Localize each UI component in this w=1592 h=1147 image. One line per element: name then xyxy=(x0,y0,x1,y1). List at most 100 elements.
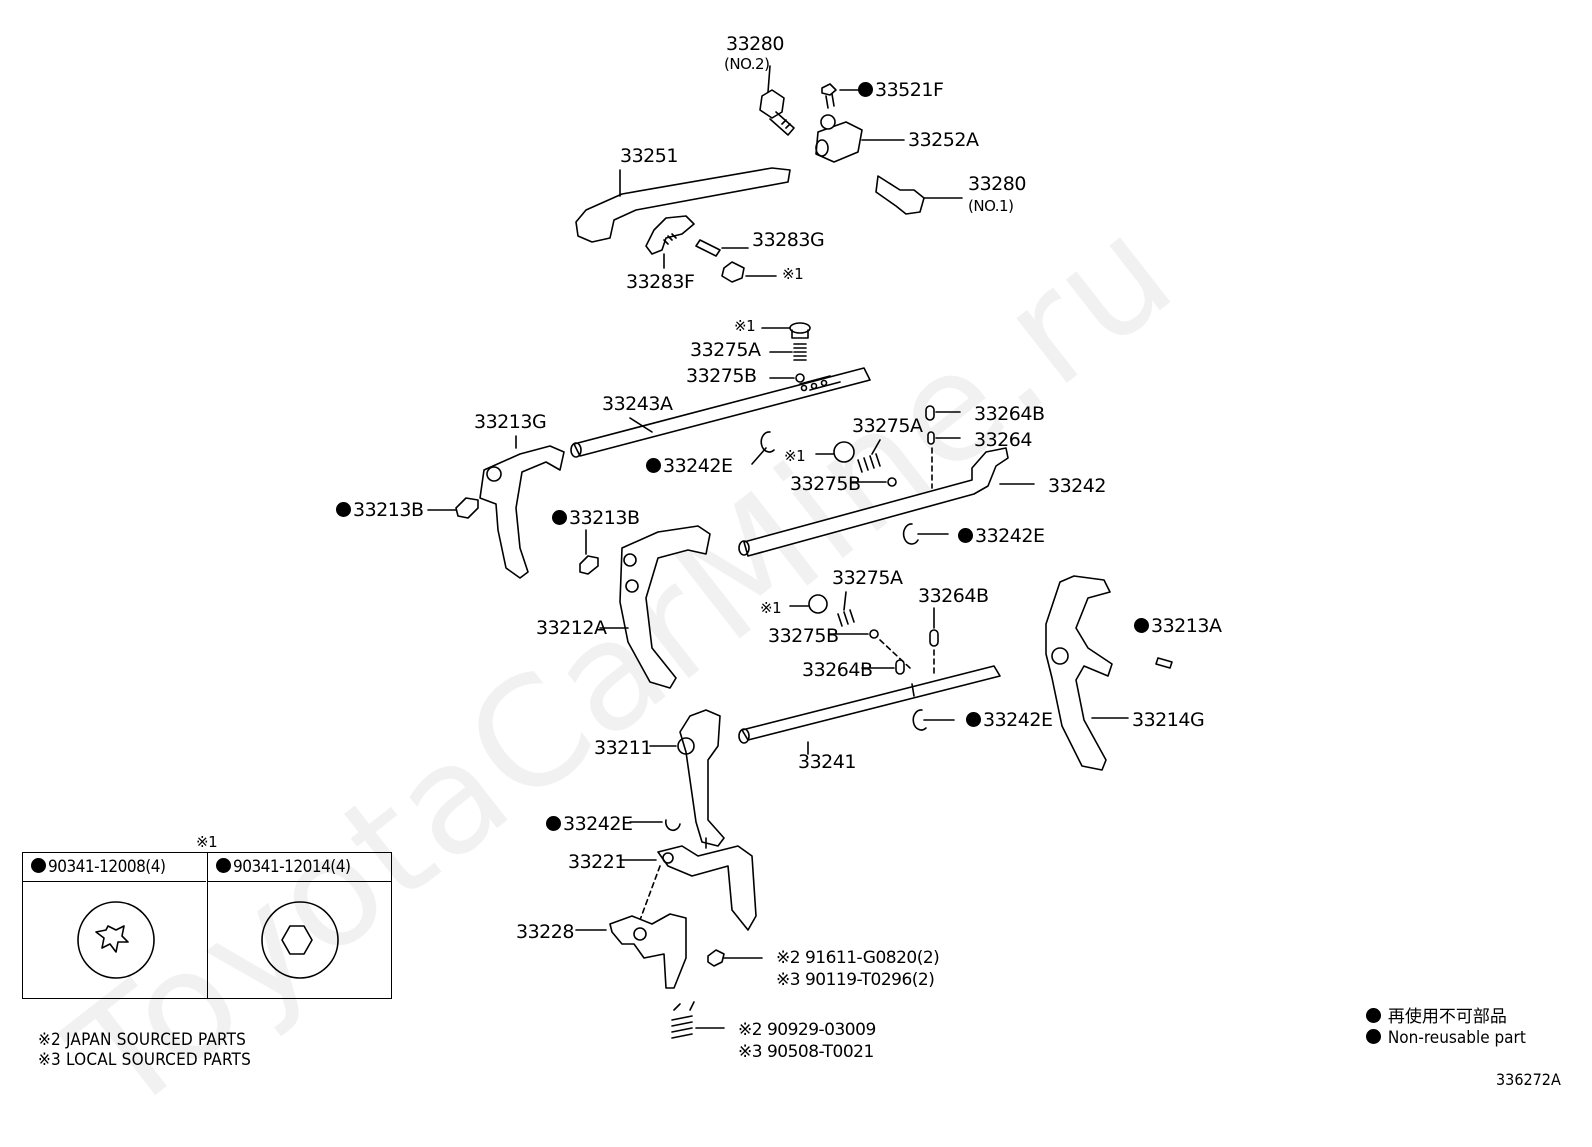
part-33242E-a xyxy=(751,431,775,465)
label-33242E-c: 33242E xyxy=(966,709,1053,731)
label-33213G: 33213G xyxy=(474,411,547,433)
part-33242E-d xyxy=(629,819,681,832)
part-plug-33275-set-top xyxy=(761,322,811,383)
label-90508: ※3 90508-T0021 xyxy=(738,1042,874,1062)
label-33242E-d: 33242E xyxy=(546,813,633,835)
non-reusable-dot xyxy=(552,510,567,525)
non-reusable-dot xyxy=(858,82,873,97)
part-33280-no1 xyxy=(875,175,963,215)
label-33213B-b-text: 33213B xyxy=(569,507,640,529)
label-33275B-a: 33275B xyxy=(686,365,757,387)
label-33280-no1-sub: (NO.1) xyxy=(968,197,1014,215)
part-33213A xyxy=(1155,657,1173,669)
part-33283F xyxy=(645,215,695,269)
label-33242E-c-text: 33242E xyxy=(983,709,1053,731)
label-33275B-c: 33275B xyxy=(768,625,839,647)
part-33213G xyxy=(479,435,565,579)
label-33213B-b: 33213B xyxy=(552,507,640,529)
part-33221 xyxy=(619,845,757,931)
parts-diagram xyxy=(77,65,1173,1039)
part-33212A xyxy=(599,525,711,689)
label-33264B-c: 33264B xyxy=(802,659,873,681)
non-reusable-dot xyxy=(216,858,231,873)
non-reusable-dot xyxy=(646,458,661,473)
part-33251 xyxy=(575,167,791,243)
part-33228 xyxy=(575,913,687,989)
label-33280-no2: 33280 xyxy=(726,33,784,55)
part-33280-no2 xyxy=(759,65,795,136)
label-33213A: 33213A xyxy=(1134,615,1222,637)
label-33211: 33211 xyxy=(594,737,652,759)
part-33241 xyxy=(738,665,1001,755)
label-33275A-b: 33275A xyxy=(852,415,923,437)
label-33214G: 33214G xyxy=(1132,709,1205,731)
label-33241: 33241 xyxy=(798,751,856,773)
label-33521F-text: 33521F xyxy=(875,79,944,101)
label-33242E-a: 33242E xyxy=(646,455,733,477)
legend-header-left: 90341-12008(4) xyxy=(23,853,206,882)
label-ref1-d: ※1 xyxy=(760,599,782,617)
key-jp: 再使用不可部品 xyxy=(1366,1002,1507,1027)
label-33212A: 33212A xyxy=(536,617,607,639)
part-screw-ref1-top xyxy=(721,261,777,283)
note-japan: ※2 JAPAN SOURCED PARTS xyxy=(38,1030,247,1050)
non-reusable-dot xyxy=(31,858,46,873)
part-33264-pins xyxy=(925,405,961,489)
label-33251: 33251 xyxy=(620,145,678,167)
part-33211 xyxy=(649,709,725,849)
label-33243A: 33243A xyxy=(602,393,673,415)
part-33213B-b xyxy=(579,529,599,575)
legend-table: 90341-12008(4) 90341-12014(4) xyxy=(22,852,392,999)
part-plug-33275-set-low xyxy=(789,591,939,677)
legend-drawings xyxy=(77,901,339,979)
legend-marker: ※1 xyxy=(196,833,218,851)
part-33252A xyxy=(815,114,905,163)
label-33264B-b: 33264B xyxy=(918,585,989,607)
label-33275A-c: 33275A xyxy=(832,567,903,589)
label-ref1-c: ※1 xyxy=(784,447,806,465)
label-33242E-b-text: 33242E xyxy=(975,525,1045,547)
label-33275B-b: 33275B xyxy=(790,473,861,495)
part-33214G xyxy=(1045,575,1129,771)
label-33228: 33228 xyxy=(516,921,574,943)
legend-header-right: 90341-12014(4) xyxy=(208,853,391,882)
diagram-code: 336272A xyxy=(1496,1070,1561,1089)
label-33242E-a-text: 33242E xyxy=(663,455,733,477)
label-33521F: 33521F xyxy=(858,79,944,101)
label-33242E-d-text: 33242E xyxy=(563,813,633,835)
non-reusable-dot xyxy=(958,528,973,543)
label-33275A-a: 33275A xyxy=(690,339,761,361)
label-33213B-a-text: 33213B xyxy=(353,499,424,521)
label-33242E-b: 33242E xyxy=(958,525,1045,547)
non-reusable-dot xyxy=(1366,1008,1381,1023)
part-33283G xyxy=(695,239,749,257)
label-91611: ※2 91611-G0820(2) xyxy=(776,948,940,968)
legend-col-right: 90341-12014(4) xyxy=(207,853,391,998)
part-90929-spring xyxy=(671,1001,725,1039)
key-en-text: Non-reusable part xyxy=(1387,1028,1526,1048)
label-33280-no1: 33280 xyxy=(968,173,1026,195)
non-reusable-dot xyxy=(336,502,351,517)
non-reusable-dot xyxy=(966,712,981,727)
non-reusable-dot xyxy=(1134,618,1149,633)
legend-header-right-text: 90341-12014(4) xyxy=(233,857,351,877)
label-ref1-a: ※1 xyxy=(782,265,804,283)
part-33242E-c xyxy=(912,709,955,731)
part-33213B-a xyxy=(427,497,479,519)
non-reusable-dot xyxy=(1366,1029,1381,1044)
label-33221: 33221 xyxy=(568,851,626,873)
part-33242 xyxy=(738,447,1035,557)
label-33252A: 33252A xyxy=(908,129,979,151)
non-reusable-dot xyxy=(546,816,561,831)
legend-header-left-text: 90341-12008(4) xyxy=(48,857,166,877)
label-33283F: 33283F xyxy=(626,271,695,293)
label-ref1-b: ※1 xyxy=(734,317,756,335)
label-33213B-a: 33213B xyxy=(336,499,424,521)
label-33280-no2-sub: (NO.2) xyxy=(724,55,770,73)
label-90929: ※2 90929-03009 xyxy=(738,1020,876,1040)
part-plug-33275-set-mid xyxy=(815,439,897,487)
label-33213A-text: 33213A xyxy=(1151,615,1222,637)
label-90119: ※3 90119-T0296(2) xyxy=(776,970,935,990)
label-33242: 33242 xyxy=(1048,475,1106,497)
key-en: Non-reusable part xyxy=(1366,1028,1526,1048)
